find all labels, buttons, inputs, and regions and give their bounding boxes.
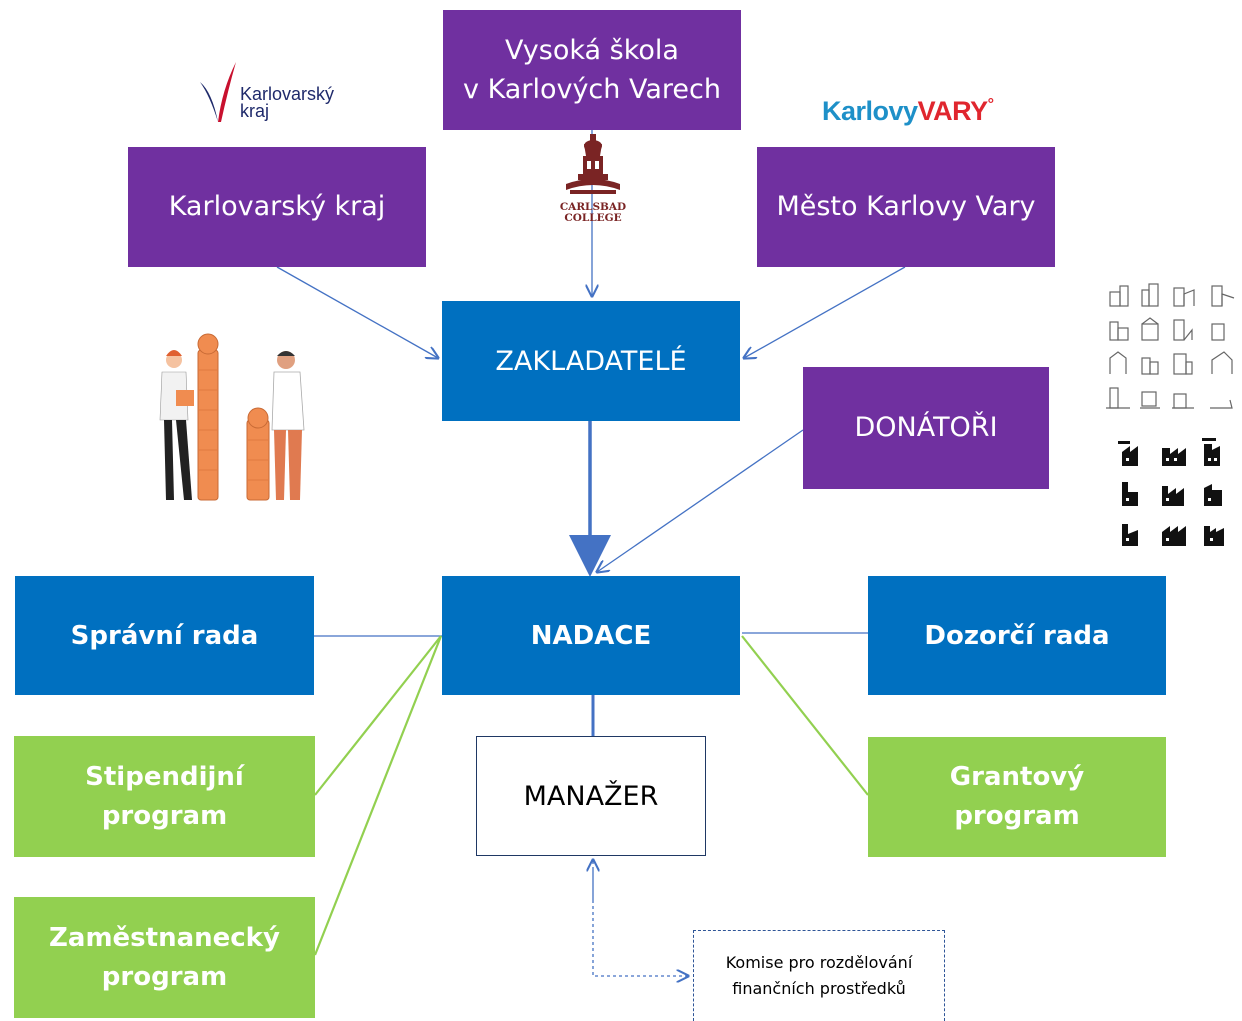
founders-hub-box: ZAKLADATELÉ [442,301,740,421]
people-with-coins-illustration [159,333,305,501]
factories-icon-grid [1118,438,1224,546]
connector-region-to-founders [276,266,438,358]
grant-program-box: Grantový program [868,737,1166,857]
buildings-icon-grid [1106,283,1235,409]
employee-program-box: Zaměstnanecký program [14,897,315,1018]
connector-employee [313,635,443,956]
foundation-box: NADACE [442,576,740,695]
scholarship-program-box: Stipendijní program [14,736,315,857]
donors-box: DONÁTOŘI [803,367,1049,489]
city-box: Město Karlovy Vary [757,147,1055,267]
connector-donors-to-foundation [597,429,804,572]
region-logo: Karlovarský kraj [196,60,366,130]
city-logo: KarlovyVARY° [822,96,994,126]
region-logo-mark-icon [200,62,236,122]
college-logo: CARLSBAD COLLEGE [556,134,630,228]
university-box: Vysoká škola v Karlových Varech [443,10,741,130]
region-box: Karlovarský kraj [128,147,426,267]
connector-manager-commission [592,870,688,976]
commission-box: Komise pro rozdělování finančních prostř… [693,930,945,1021]
board-box: Správní rada [15,576,314,695]
manager-box: MANAŽER [476,736,706,856]
supervisory-box: Dozorčí rada [868,576,1166,695]
connector-grant [741,635,869,796]
college-building-icon [566,134,620,194]
connector-scholarship [314,635,442,796]
connector-city-to-founders [744,266,906,358]
